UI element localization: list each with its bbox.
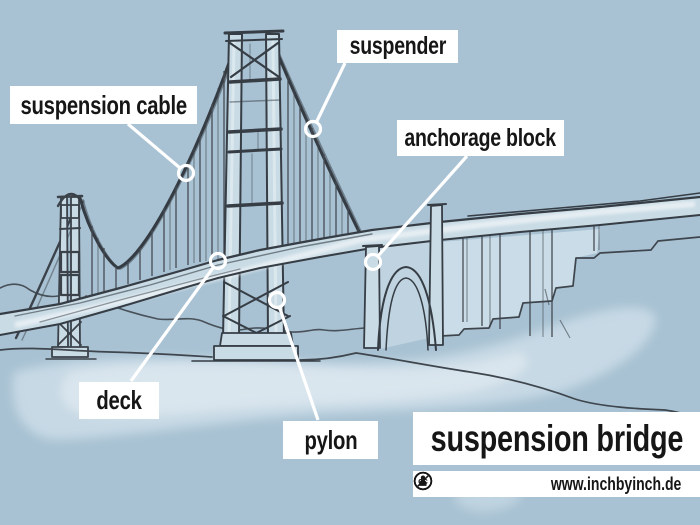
far-shoreline [0,283,365,333]
marker-suspension-cable [176,163,196,183]
label-suspender: suspender [337,30,458,63]
marker-anchorage-block [363,252,383,272]
marker-suspender [303,119,323,139]
marker-pylon [267,290,287,310]
label-suspender-text: suspender [349,32,446,60]
label-deck-text: deck [96,385,142,415]
right-cliffs [355,225,700,419]
credit-bar: www.inchbyinch.de cc $ [413,471,700,497]
leader-suspension-cable [126,122,182,170]
label-deck: deck [79,382,159,419]
suspenders [91,71,359,296]
label-anchorage-block: anchorage block [397,120,564,156]
non-commercial-icon: $ [413,471,433,491]
leader-lines [126,62,469,421]
title-text: suspension bridge [430,417,683,459]
marker-deck [208,251,228,271]
main-tower [191,29,321,362]
deck [0,192,700,336]
leader-suspender [315,62,347,123]
foreground-shoreline [0,347,357,361]
leader-deck [129,266,215,382]
leader-pylon [278,307,320,421]
title-box: suspension bridge [413,412,700,465]
label-pylon-text: pylon [304,424,357,455]
label-suspension-cable: suspension cable [10,86,197,124]
label-suspension-cable-text: suspension cable [20,89,187,120]
leader-anchorage-block [376,154,469,258]
label-anchorage-block-text: anchorage block [404,123,557,152]
website-url: www.inchbyinch.de [550,473,681,494]
anchorage-and-arch [362,203,447,351]
label-pylon: pylon [283,421,378,459]
svg-text:$: $ [420,477,426,488]
